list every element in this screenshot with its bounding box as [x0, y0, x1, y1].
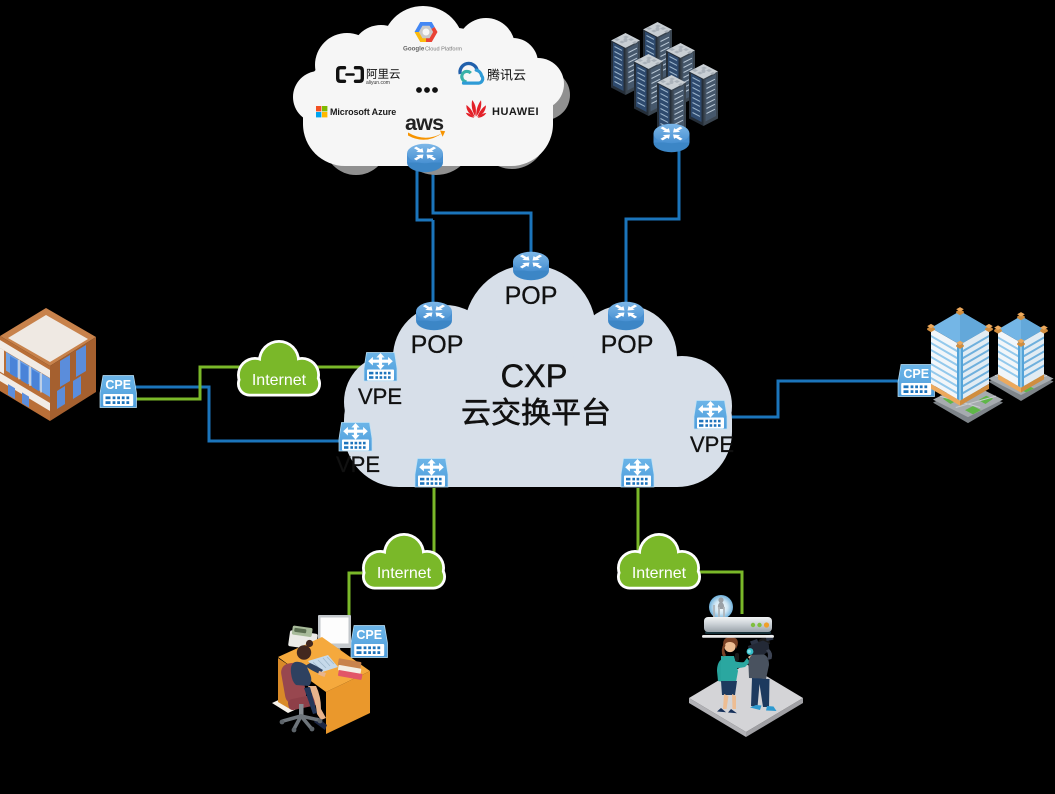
svg-text:POP: POP: [411, 331, 464, 359]
svg-text:Cloud Platform: Cloud Platform: [425, 47, 462, 53]
svg-text:Microsoft Azure: Microsoft Azure: [330, 107, 396, 117]
svg-text:VPE: VPE: [336, 452, 380, 477]
svg-text:HUAWEI: HUAWEI: [492, 106, 539, 118]
svg-text:aliyun.com: aliyun.com: [366, 80, 390, 86]
svg-text:VPE: VPE: [358, 384, 402, 409]
svg-text:CXP: CXP: [501, 358, 568, 394]
svg-text:aws: aws: [405, 111, 444, 135]
svg-text:POP: POP: [505, 282, 558, 310]
svg-text:VPE: VPE: [690, 432, 734, 457]
svg-text:POP: POP: [601, 331, 654, 359]
svg-text:Google: Google: [403, 46, 425, 53]
